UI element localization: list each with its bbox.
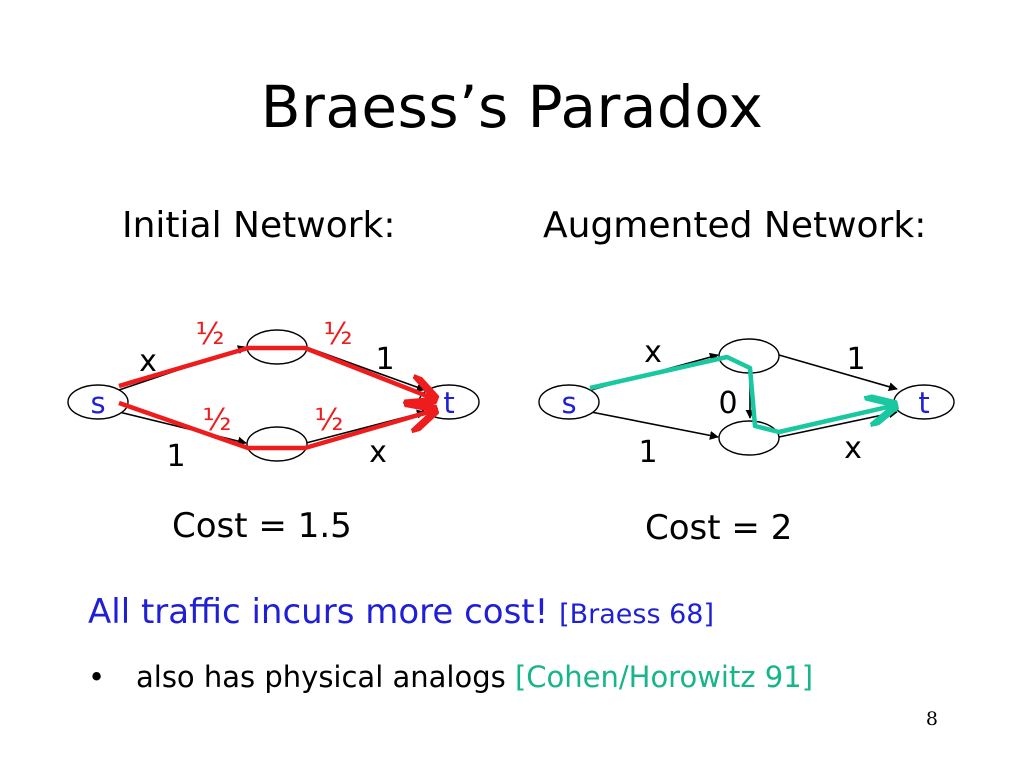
- initial-flow-label-upper-second: ½: [323, 317, 352, 352]
- initial-edge-label-lower-first: 1: [166, 439, 185, 474]
- augmented-network-heading: Augmented Network:: [543, 205, 927, 246]
- conclusion-citation: [Braess 68]: [559, 599, 714, 630]
- augmented-network-cost: Cost = 2: [645, 508, 793, 548]
- bullet-item: • also has physical analogs [Cohen/Horowi…: [88, 660, 813, 694]
- initial-flow-path-upper: [118, 345, 432, 398]
- initial-flow-label-lower-first: ½: [202, 403, 231, 438]
- initial-flow-label-upper-first: ½: [195, 317, 224, 352]
- slide-title: Braess’s Paradox: [260, 73, 764, 141]
- conclusion-text: All traffic incurs more cost!: [88, 592, 549, 632]
- bullet-marker: •: [88, 660, 106, 694]
- augmented-edge-label-middle: 0: [718, 386, 737, 421]
- conclusion-line: All traffic incurs more cost! [Braess 68…: [88, 592, 714, 632]
- augmented-node-s-label: s: [561, 386, 576, 420]
- augmented-node-lower: [718, 420, 780, 456]
- initial-flow-label-lower-second: ½: [314, 403, 343, 438]
- augmented-network: s t x 1 0 1 x: [538, 335, 955, 470]
- page-number: 8: [925, 708, 938, 730]
- augmented-edge-lower-to-t: [778, 409, 898, 438]
- augmented-edge-label-upper-second: 1: [846, 342, 865, 377]
- augmented-edge-upper-to-t: [778, 354, 898, 392]
- augmented-node-s: [538, 384, 600, 420]
- initial-edge-label-upper-second: 1: [375, 342, 394, 377]
- initial-edge-label-upper-first: x: [139, 344, 157, 379]
- initial-node-s-label: s: [90, 386, 105, 420]
- augmented-node-t-label: t: [918, 386, 929, 420]
- bullet-citation: [Cohen/Horowitz 91]: [514, 660, 814, 694]
- augmented-flow-path: [589, 354, 892, 435]
- augmented-edge-s-to-lower: [590, 411, 719, 440]
- bullet-text: also has physical analogs: [136, 660, 506, 694]
- initial-network: s t x 1 1 x ½ ½ ½ ½: [67, 317, 480, 474]
- initial-flow-path-lower: [118, 403, 432, 451]
- initial-node-s: [67, 384, 129, 420]
- initial-node-t-label: t: [443, 386, 454, 420]
- initial-node-lower: [246, 426, 308, 462]
- augmented-edge-label-lower-first: 1: [638, 435, 657, 470]
- initial-network-cost: Cost = 1.5: [172, 506, 352, 546]
- initial-network-heading: Initial Network:: [122, 205, 396, 246]
- augmented-edge-label-lower-second: x: [844, 431, 862, 466]
- augmented-edge-label-upper-first: x: [644, 335, 662, 370]
- initial-edge-label-lower-second: x: [369, 435, 387, 470]
